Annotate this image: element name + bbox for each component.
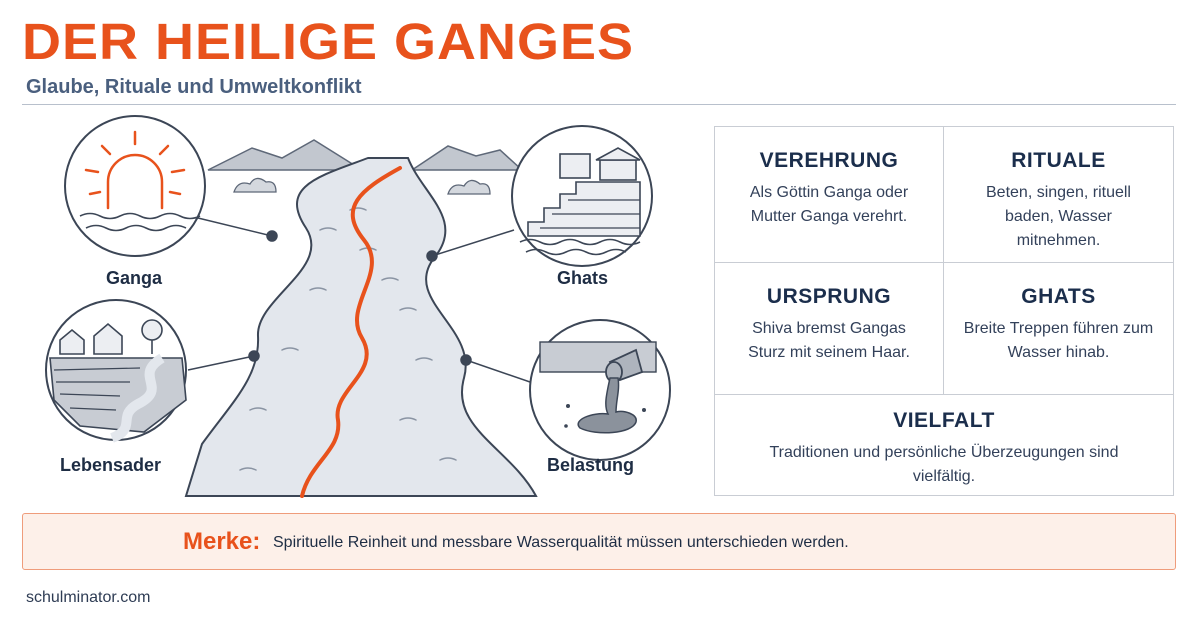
- temple-icon: [527, 147, 641, 237]
- card-title: VIELFALT: [893, 409, 995, 432]
- card-ursprung: URSPRUNG Shiva bremst Gangas Sturz mit s…: [715, 263, 944, 395]
- village-icon: [59, 319, 163, 355]
- card-ghats: GHATS Breite Treppen führen zum Wasser h…: [944, 263, 1173, 395]
- river-illustration: [45, 115, 671, 498]
- page-title: DER HEILIGE GANGES: [22, 13, 635, 71]
- note-text: Spirituelle Reinheit und messbare Wasser…: [273, 534, 849, 551]
- card-text: Traditionen und persönliche Überzeugunge…: [769, 444, 1119, 485]
- card-vielfalt: VIELFALT Traditionen und persönliche Übe…: [715, 395, 1173, 495]
- card-title: URSPRUNG: [766, 285, 892, 308]
- card-text: Beten, singen, rituell baden, Wasser mit…: [986, 184, 1131, 249]
- label-lebensader: Lebensader: [60, 455, 162, 475]
- header-divider: [22, 104, 1176, 105]
- label-ghats: Ghats: [557, 268, 609, 288]
- note-key: Merke:: [183, 528, 261, 555]
- bush-left-icon: [233, 177, 277, 193]
- belastung-circle: [529, 319, 671, 461]
- stream-line: [300, 166, 402, 498]
- mountains-left-icon: [207, 139, 365, 171]
- sunrise-icon: [84, 130, 186, 210]
- mountains-right-icon: [409, 145, 524, 171]
- page-subtitle: Glaube, Rituale und Umweltkonflikt: [26, 76, 362, 98]
- sewage-icon: [577, 377, 637, 434]
- pipe-icon: [605, 348, 644, 383]
- card-verehrung: VEREHRUNG Als Göttin Ganga oder Mutter G…: [715, 127, 944, 263]
- card-text: Als Göttin Ganga oder Mutter Ganga vereh…: [749, 184, 909, 225]
- card-title: GHATS: [1021, 285, 1096, 308]
- card-text: Breite Treppen führen zum Wasser hinab.: [963, 320, 1154, 361]
- footer-site: schulminator.com: [26, 589, 151, 606]
- card-title: RITUALE: [1011, 149, 1106, 172]
- ganga-circle: [64, 115, 206, 257]
- note-box: Merke: Spirituelle Reinheit und messbare…: [22, 513, 1176, 570]
- label-belastung: Belastung: [547, 455, 635, 475]
- info-grid: VEREHRUNG Als Göttin Ganga oder Mutter G…: [714, 126, 1174, 496]
- card-rituale: RITUALE Beten, singen, rituell baden, Wa…: [944, 127, 1173, 263]
- bush-right-icon: [447, 179, 491, 195]
- label-ganga: Ganga: [106, 268, 163, 288]
- card-text: Shiva bremst Gangas Sturz mit seinem Haa…: [748, 320, 910, 361]
- card-title: VEREHRUNG: [759, 149, 899, 172]
